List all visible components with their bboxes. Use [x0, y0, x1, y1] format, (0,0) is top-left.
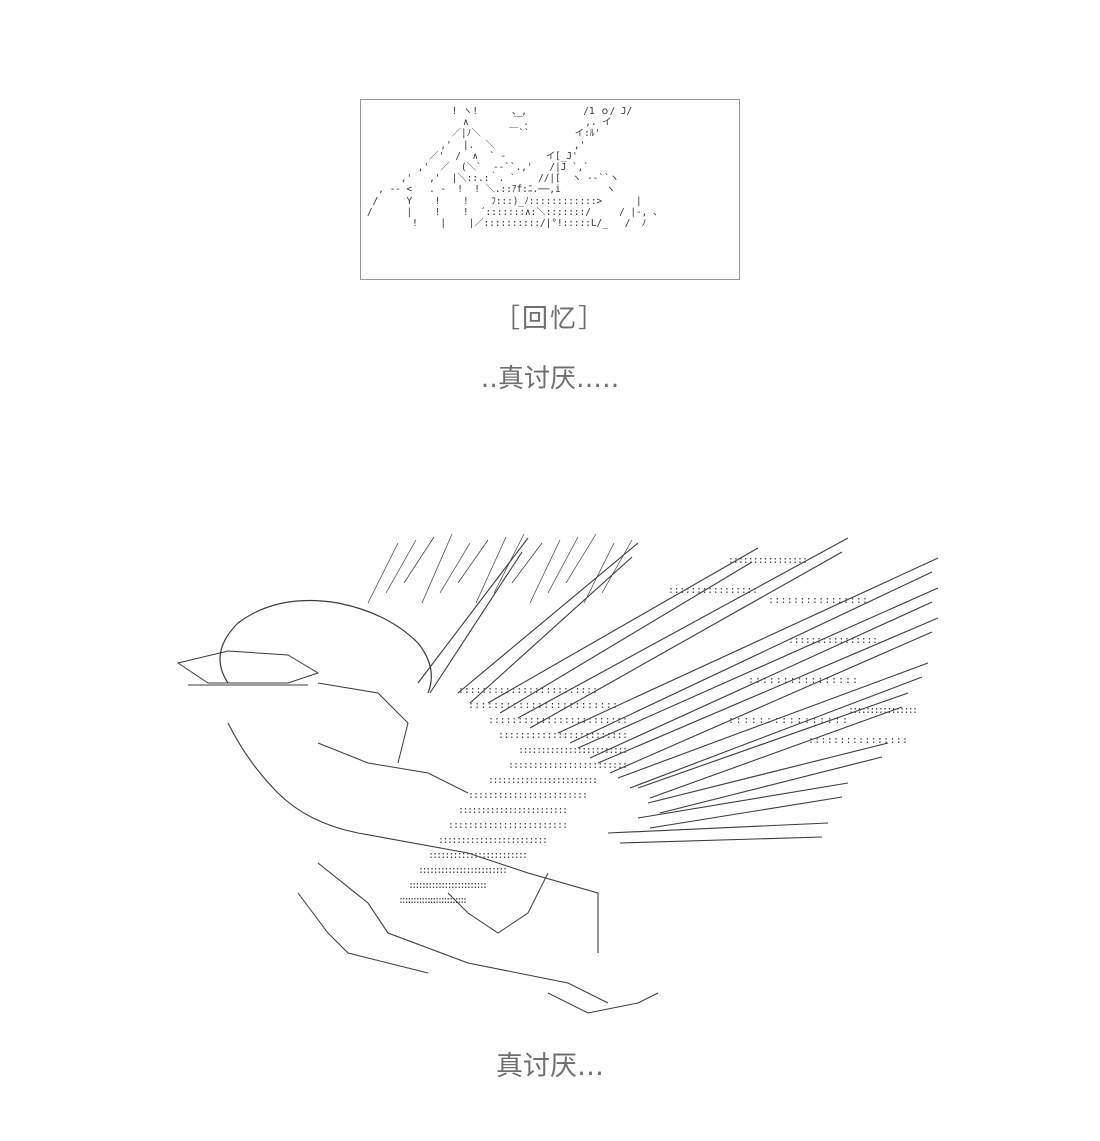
art-stroke [176, 650, 320, 684]
scene-caption: 真讨厌… [496, 1051, 604, 1082]
art-texture: :::::::::::::::::::::::: [438, 835, 548, 846]
art-texture: :::::::::::::::::::::::: [488, 775, 598, 786]
quote-caption: ‥真讨厌…‥ [480, 364, 620, 394]
art-stroke [607, 822, 829, 834]
art-texture: :::::::::::::::::::::::: [518, 745, 628, 756]
art-stroke [609, 631, 933, 774]
art-stroke [529, 539, 561, 604]
art-texture: :::::::::::::::::::::::: [408, 880, 488, 891]
art-texture: :::::::::::::::: [748, 675, 858, 686]
art-line: , -- < . - ! ! ＼.::ｱf:ﾆ.──,i ヽ [367, 184, 616, 196]
art-stroke [659, 756, 883, 814]
art-texture: :::::::::::::::::::::::: [428, 850, 528, 861]
flashback-ascii-art: ! ヽ! 、, /1 ｏ/ J/ ∧ ￣. ,. イ ／|ﾉ＼ ￣`` イ:ﾙ'… [361, 100, 739, 229]
art-stroke [511, 542, 543, 584]
art-line: ,' ／ (＼` --``.,' /|J `,` [367, 162, 589, 174]
art-stroke [577, 587, 939, 749]
art-texture: :::::::::::::::: [788, 635, 878, 646]
art-line: ! ヽ! 、, /1 ｏ/ J/ [367, 106, 633, 117]
art-stroke [457, 539, 489, 584]
art-stroke [637, 692, 909, 789]
ascii-art-drawing: ::::::::::::::::::::::::::::::::::::::::… [176, 533, 939, 1014]
art-line: ／|ﾉ＼ ￣`` イ:ﾙ' [367, 128, 601, 140]
art-texture: :::::::::::::::::::::::: [468, 790, 588, 801]
art-texture: :::::::::::::::: [808, 735, 908, 746]
art-stroke [317, 682, 409, 764]
art-line: ,' |. ＼ ,' [367, 139, 586, 151]
art-stroke [649, 706, 903, 799]
art-stroke [457, 542, 639, 694]
art-stroke [421, 533, 453, 604]
flashback-panel: ! ヽ! 、, /1 ｏ/ J/ ∧ ￣. ,. イ ／|ﾉ＼ ￣`` イ:ﾙ'… [360, 99, 740, 280]
memory-caption: ［回忆］ [493, 304, 606, 334]
art-stroke [439, 542, 471, 594]
art-texture: :::::::::::::::::::::::: [448, 820, 568, 831]
art-stroke [619, 836, 823, 844]
art-line: / Y ! ! ﾌ:::)_ﾉ::::::::::::> | [367, 195, 642, 207]
art-stroke [647, 742, 889, 804]
art-stroke [367, 542, 399, 604]
scene-strokes [176, 533, 939, 1014]
art-stroke [529, 551, 843, 729]
art-line: ∧ ￣. ,. イ [367, 117, 612, 129]
art-line: / | ! ! ´:::::::∧:＼:::::::/ / |-, 、 [367, 206, 663, 218]
art-stroke [589, 601, 933, 759]
art-texture: :::::::::::::::: [668, 585, 758, 596]
art-stroke [493, 533, 525, 594]
scene-texture: ::::::::::::::::::::::::::::::::::::::::… [398, 555, 918, 906]
art-stroke [447, 872, 549, 934]
art-stroke [649, 796, 843, 829]
art-stroke [617, 662, 929, 779]
art-stroke [227, 722, 359, 834]
art-stroke [517, 537, 849, 719]
art-stroke [317, 742, 469, 794]
art-stroke [469, 556, 633, 704]
art-line: ／' / ∧ ` - イ[_J' [367, 150, 578, 162]
art-stroke [547, 992, 659, 1014]
art-stroke [569, 571, 933, 744]
art-stroke [637, 782, 849, 819]
art-line: ! | |／::::::::::/|°!:::::L/_ / ﾉ [367, 218, 647, 230]
art-stroke [385, 539, 417, 594]
art-stroke [317, 862, 609, 1004]
art-line: ,' ,' |＼::.:｀. ` //|[ ヽ --``ヽ [367, 173, 619, 185]
art-stroke [547, 536, 579, 594]
art-texture: :::::::::::::::: [768, 595, 868, 606]
ascii-art-scene: ::::::::::::::::::::::::::::::::::::::::… [168, 533, 944, 1023]
art-texture: :::::::::::::::::::::::: [418, 865, 508, 876]
art-stroke [499, 561, 753, 714]
art-stroke [429, 551, 523, 694]
art-stroke [629, 676, 923, 789]
art-texture: :::::::::::::::::::::::: [488, 715, 628, 726]
art-texture: :::::::::::::::::::::::: [508, 760, 628, 771]
art-texture: :::::::::::::::: [848, 705, 918, 716]
art-stroke [357, 832, 599, 953]
art-texture: :::::::::::::::::::::::: [498, 730, 628, 741]
art-texture: :::::::::::::::::::::::: [468, 700, 618, 711]
art-stroke [557, 557, 939, 734]
art-stroke [601, 539, 633, 594]
art-stroke [475, 536, 507, 604]
art-stroke [597, 617, 939, 764]
art-texture: :::::::::::::::: [728, 555, 808, 566]
art-texture: :::::::::::::::::::::::: [458, 685, 598, 696]
art-stroke [487, 547, 759, 704]
art-stroke [417, 537, 529, 684]
art-stroke [297, 892, 429, 974]
art-stroke [565, 533, 597, 584]
art-texture: :::::::::::::::::::::::: [398, 895, 468, 906]
art-stroke [583, 542, 615, 604]
art-texture: :::::::::::::::::::::::: [458, 805, 568, 816]
art-stroke [403, 536, 435, 584]
art-stroke [219, 599, 432, 694]
art-texture: :::::::::::::::: [728, 715, 848, 726]
